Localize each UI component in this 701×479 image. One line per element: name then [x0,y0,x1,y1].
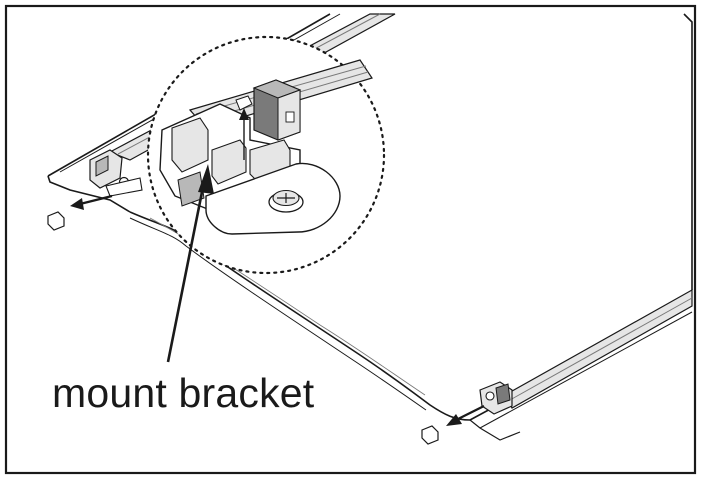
arrow-left-icon [70,194,113,210]
right-screw-icon [485,391,495,401]
panel-edge-left [47,175,131,213]
screw-icon [268,189,304,213]
right-clip-icon [421,425,439,445]
panel-edge-bottom-right-inner [479,311,693,429]
left-clip-icon [47,211,65,231]
cable-line-1 [129,217,427,411]
callout-label-mount-bracket: mount bracket [52,370,315,416]
connector-icon [252,79,302,141]
panel-corner-bottom [469,419,521,441]
panel-edge-right [683,13,693,290]
arrow-left-icon-2 [446,405,485,426]
left-connector-icon [89,149,143,197]
bottom-rail-line [509,297,693,401]
callout-pointer [166,164,214,363]
detail-magnifier [146,35,386,275]
right-connector-icon [479,381,513,415]
